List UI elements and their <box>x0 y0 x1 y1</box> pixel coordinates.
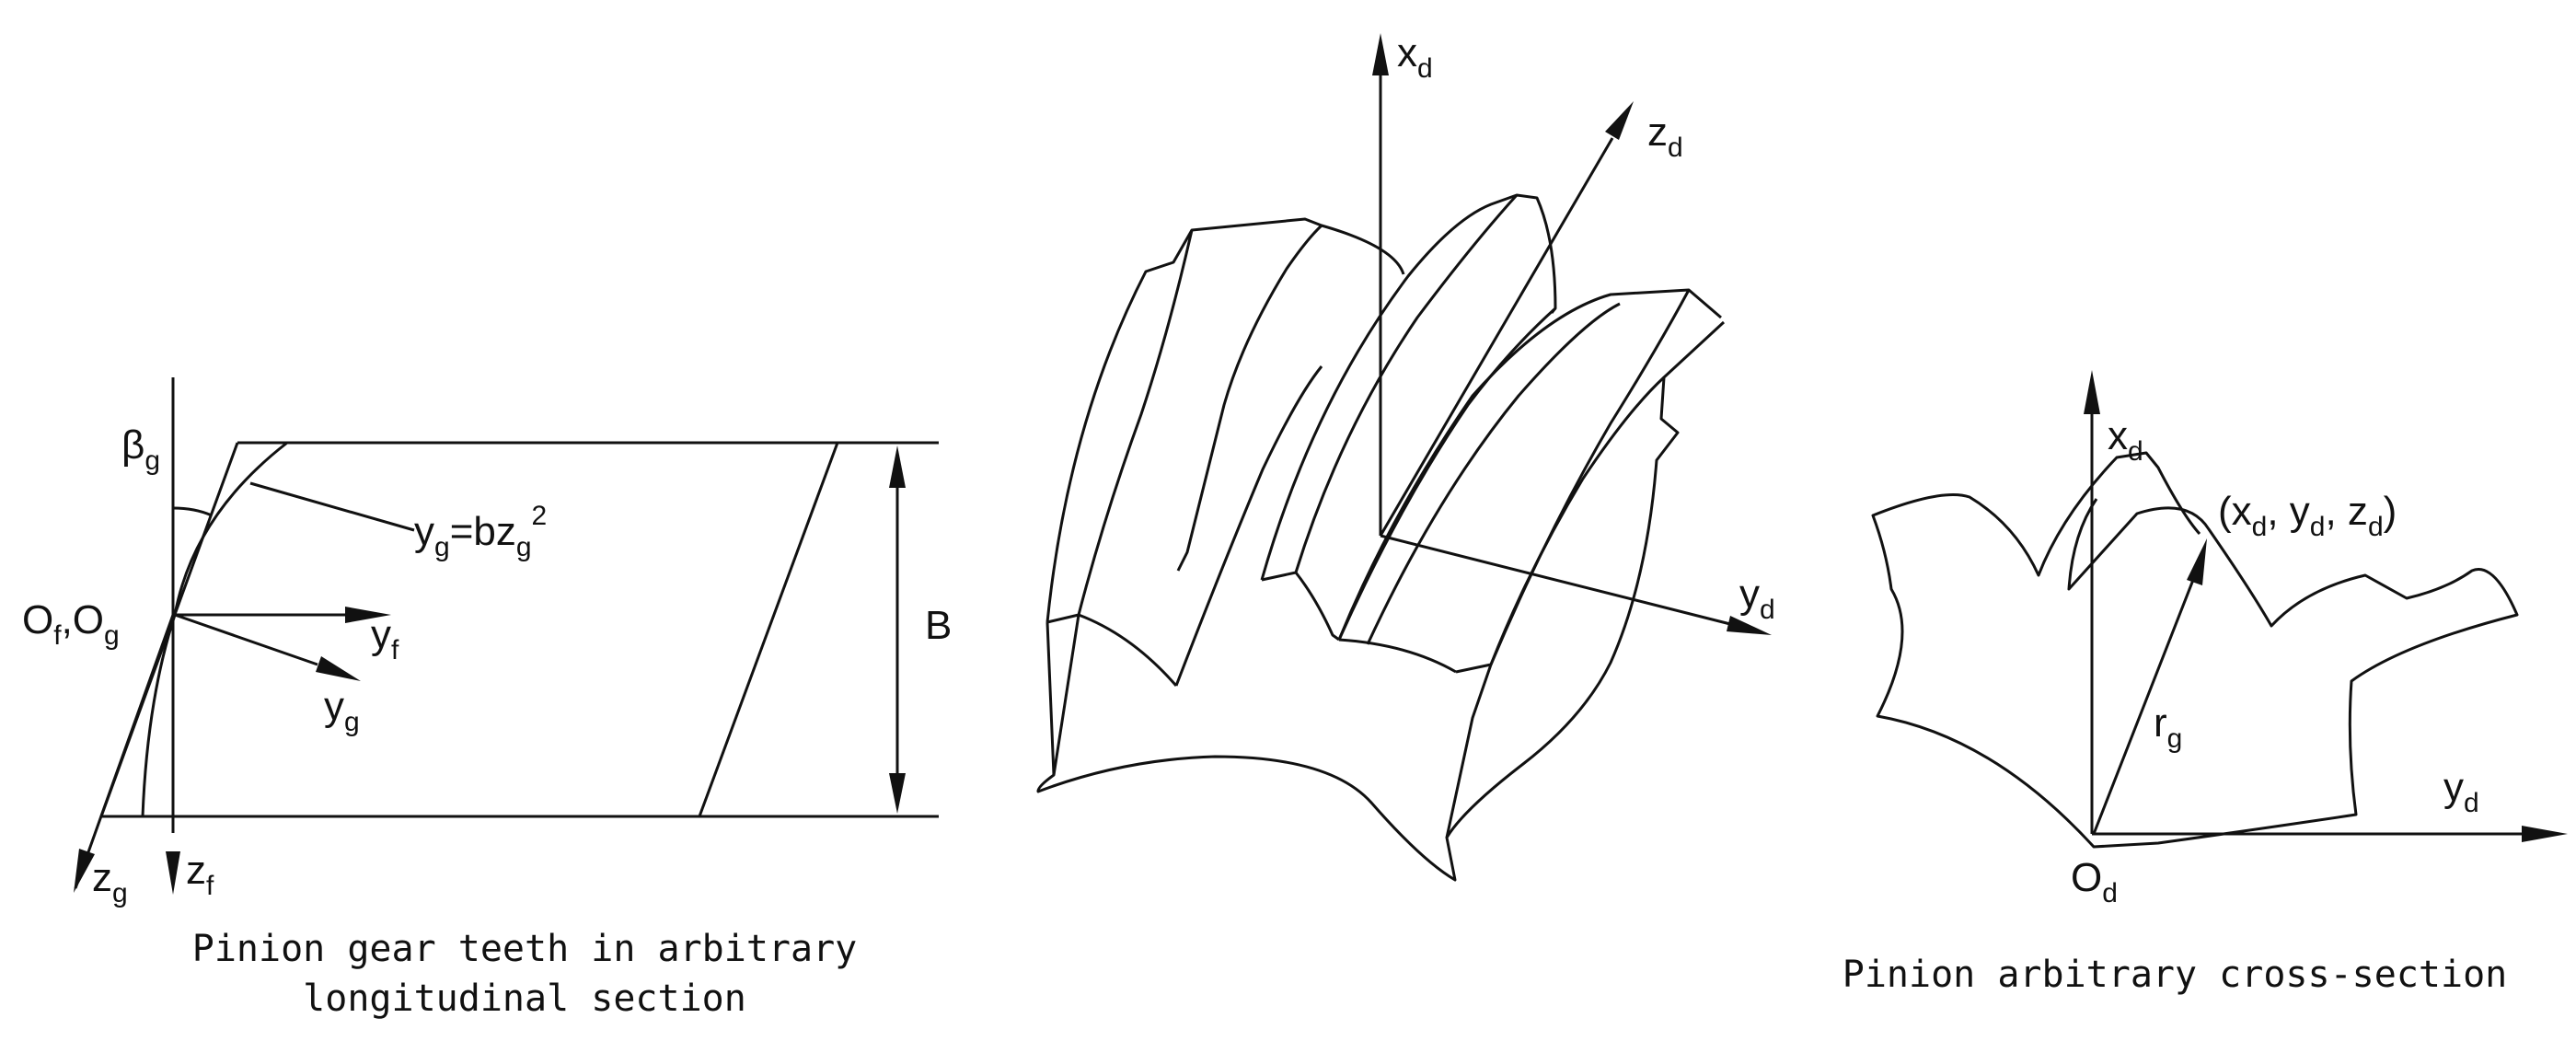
tooth-front-face-2 <box>1445 664 1493 839</box>
zd-label-3d: zd <box>1647 110 1683 163</box>
width-arrow-bottom <box>889 773 906 814</box>
zg-axis-line <box>74 614 175 889</box>
tooth-3-flank <box>1489 376 1666 665</box>
middle-panel-3d-teeth: xd zd yd <box>1036 30 1775 882</box>
tooth-3-outline <box>1337 288 1722 641</box>
yg-axis-line <box>174 613 318 666</box>
xd-arrowhead-3d <box>1372 33 1389 75</box>
left-panel-longitudinal-section: βg yg=bzg2 Of,Og yf yg zg zf B Pinion ge… <box>22 377 952 1020</box>
right-slant-edge <box>698 442 839 817</box>
xd-arrowhead-2d <box>2084 370 2100 414</box>
zg-label: zg <box>92 855 128 908</box>
tooth-2-root <box>1294 572 1340 642</box>
parabola-equation: yg=bzg2 <box>414 501 547 562</box>
tooth-2-face <box>1261 193 1519 582</box>
yf-label: yf <box>371 612 399 665</box>
equation-leader-line <box>249 481 415 532</box>
yd-label-3d: yd <box>1739 572 1775 625</box>
xd-label-3d: xd <box>1397 30 1433 84</box>
beta-angle-arc <box>172 506 213 517</box>
yg-arrowhead <box>316 656 361 681</box>
beta-label: βg <box>121 422 160 476</box>
point-coordinates-label: (xd, yd, zd) <box>2218 489 2397 542</box>
yd-axis-line-3d <box>1380 534 1731 626</box>
tooth-3-root <box>1338 638 1457 674</box>
origin-label: Of,Og <box>22 597 120 651</box>
rg-label: rg <box>2154 700 2182 754</box>
gear-body-outline <box>1036 320 1726 882</box>
zg-arrowhead <box>74 849 95 893</box>
tooth-1-face <box>1046 229 1194 624</box>
yf-arrowhead <box>345 607 391 623</box>
tooth-1-root <box>1078 613 1178 687</box>
left-caption-line1: Pinion gear teeth in arbitrary <box>192 928 857 970</box>
yg-label: yg <box>324 684 360 737</box>
yd-arrowhead-2d <box>2522 826 2568 842</box>
tooth-1-flank <box>1174 365 1323 687</box>
zd-arrowhead-3d <box>1605 101 1634 140</box>
left-caption-line2: longitudinal section <box>303 977 746 1020</box>
zf-label: zf <box>186 848 214 901</box>
tooth-1-outline <box>1045 217 1323 623</box>
width-label-b: B <box>925 603 952 648</box>
tooth-2-flank <box>1337 307 1557 641</box>
xd-label-2d: xd <box>2108 413 2143 467</box>
rg-arrowhead <box>2187 538 2207 585</box>
right-caption: Pinion arbitrary cross-section <box>1842 954 2507 996</box>
yd-arrowhead-3d <box>1727 616 1772 635</box>
width-arrow-top <box>889 445 906 488</box>
tooth-front-face-1 <box>1052 614 1080 776</box>
gear-cross-section-profile <box>1871 451 2519 849</box>
yd-label-2d: yd <box>2443 765 2479 818</box>
tooth-2-outline <box>1260 193 1557 581</box>
rg-vector-line <box>2092 579 2195 835</box>
tooth-3-inner-edge <box>1366 302 1621 645</box>
tooth-1-back <box>1321 224 1405 275</box>
zf-arrowhead <box>166 851 180 895</box>
zd-axis-line-3d <box>1379 137 1614 537</box>
right-panel-cross-section: xd (xd, yd, zd) rg yd Od Pinion arbitrar… <box>1842 370 2568 996</box>
od-origin-label: Od <box>2071 855 2118 908</box>
